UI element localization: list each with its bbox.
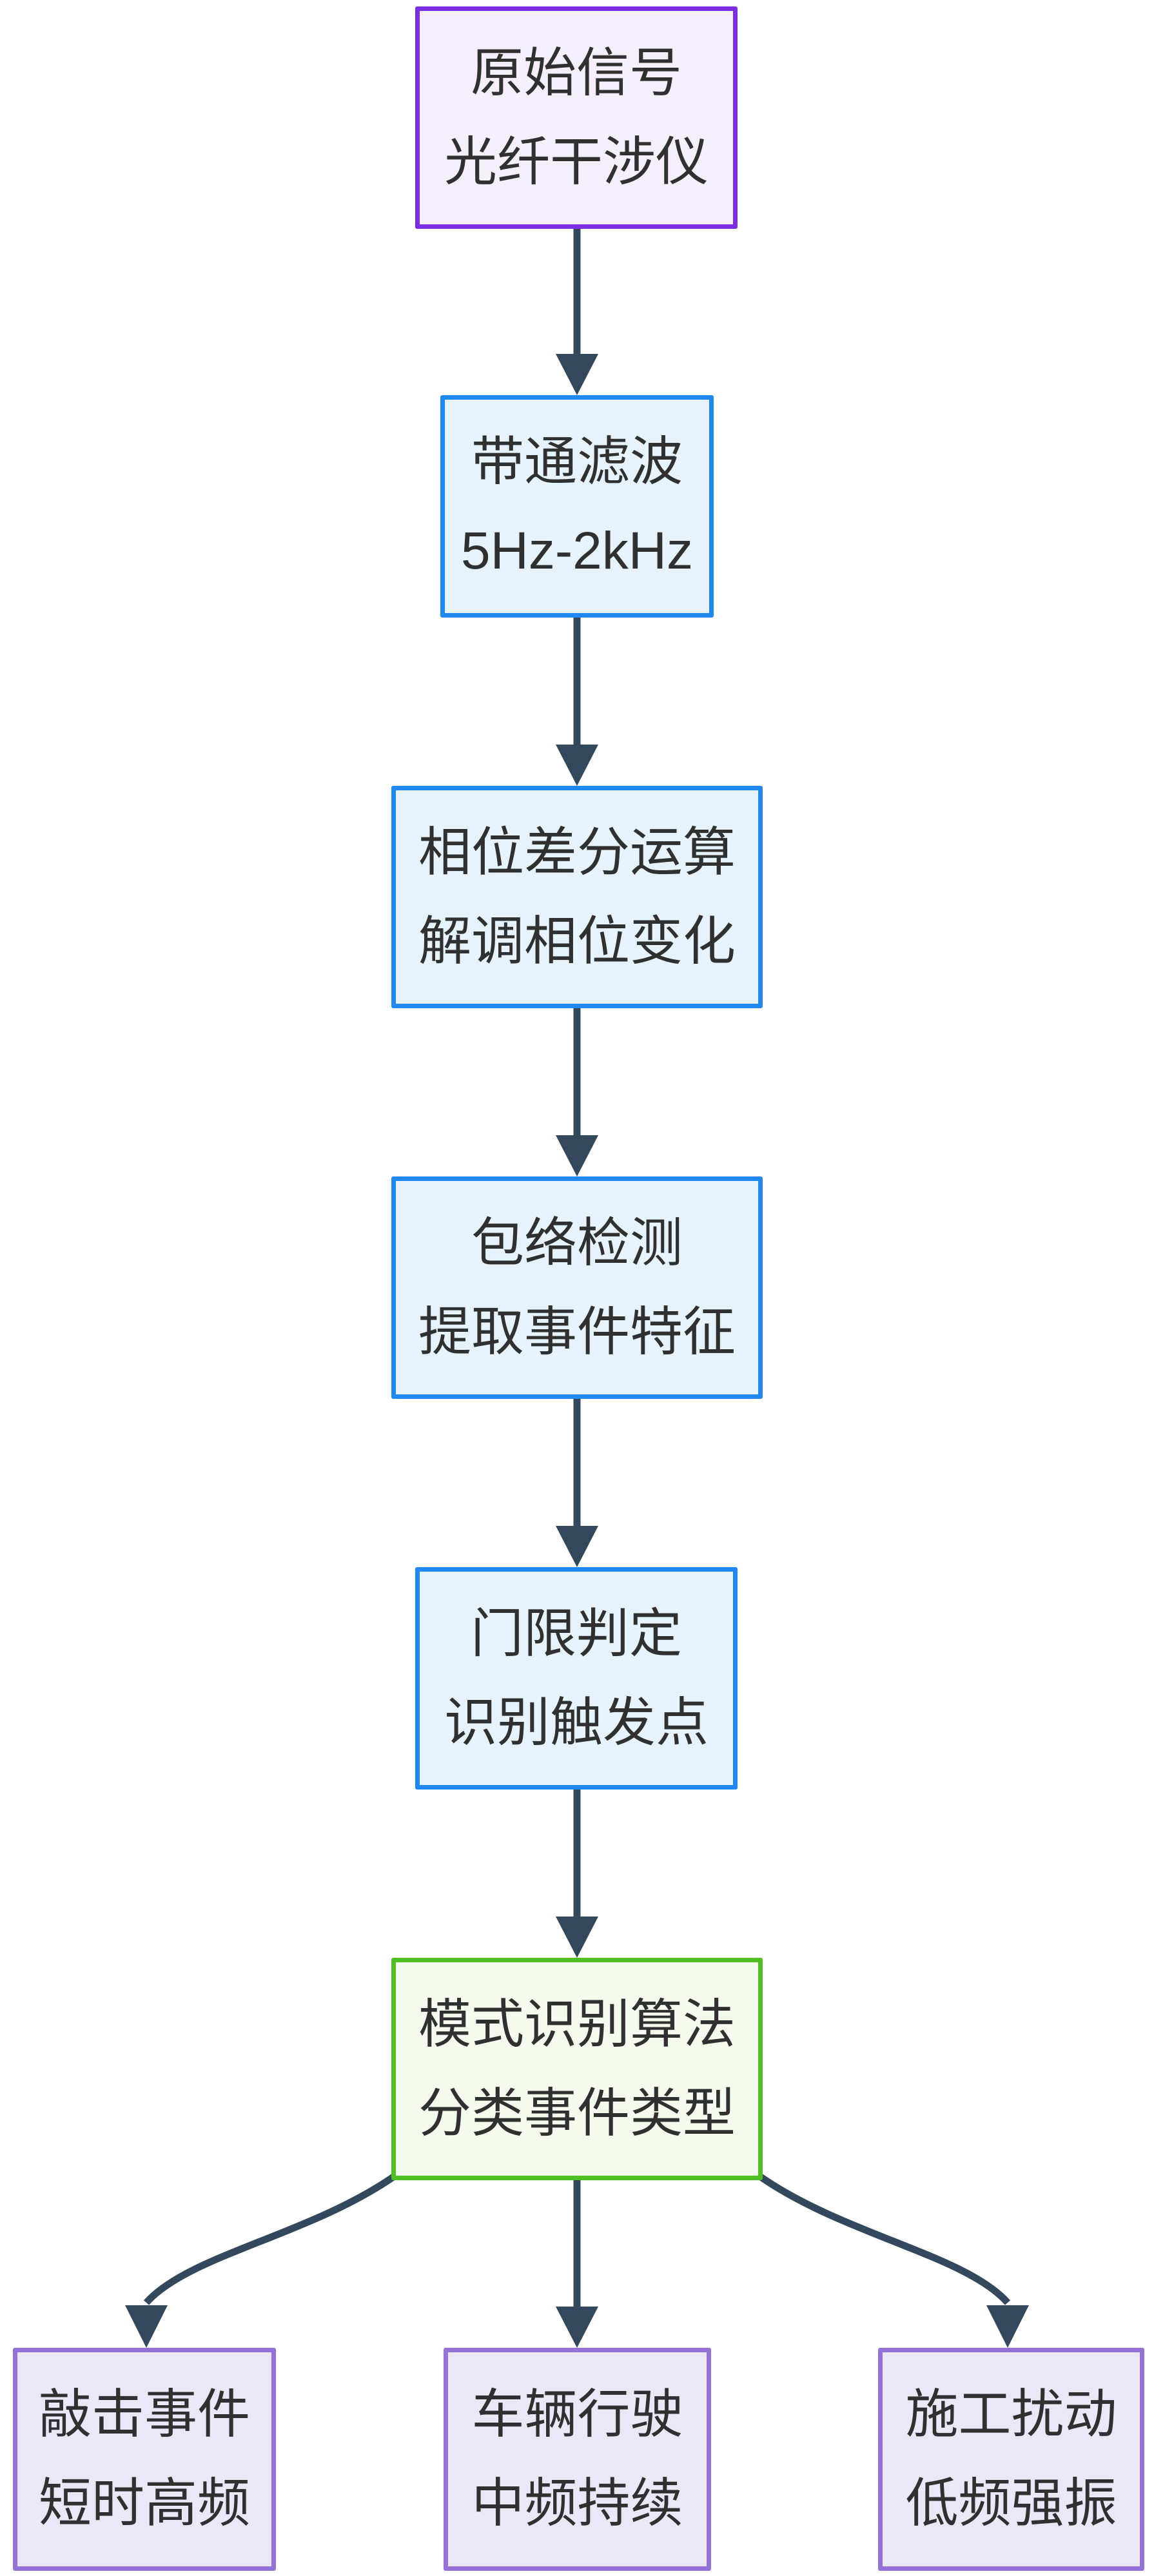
node-raw-signal-line1: 原始信号	[470, 43, 682, 102]
edge-classifier-to-knock-arrowhead	[125, 2305, 168, 2348]
node-raw-signal: 原始信号 光纤干涉仪	[415, 6, 738, 229]
node-vehicle-event: 车辆行驶 中频持续	[444, 2348, 711, 2571]
node-knock-event-line1: 敲击事件	[38, 2385, 250, 2444]
node-raw-signal-line2: 光纤干涉仪	[444, 132, 709, 191]
node-threshold: 门限判定 识别触发点	[415, 1567, 738, 1790]
edge-bandpass-to-phase-diff-arrowhead	[556, 745, 598, 786]
edge-phase-diff-to-envelope-arrowhead	[556, 1135, 598, 1176]
edge-envelope-to-threshold-arrowhead	[556, 1526, 598, 1567]
node-knock-event: 敲击事件 短时高频	[13, 2348, 276, 2571]
node-phase-diff-line2: 解调相位变化	[418, 912, 736, 971]
node-phase-diff-line1: 相位差分运算	[418, 823, 736, 882]
edge-threshold-to-classifier-arrowhead	[556, 1917, 598, 1958]
edge-classifier-to-construction-arrowhead	[986, 2305, 1029, 2348]
node-vehicle-event-line1: 车辆行驶	[471, 2385, 683, 2444]
node-bandpass-line2: 5Hz-2kHz	[461, 521, 693, 580]
node-construction-event-line1: 施工扰动	[905, 2385, 1117, 2444]
node-classifier: 模式识别算法 分类事件类型	[391, 1958, 763, 2180]
node-construction-event: 施工扰动 低频强振	[878, 2348, 1144, 2571]
edge-classifier-to-construction-line	[758, 2174, 1011, 2305]
edge-classifier-to-vehicle-arrowhead	[556, 2307, 598, 2348]
node-phase-diff: 相位差分运算 解调相位变化	[391, 786, 763, 1008]
node-envelope-line2: 提取事件特征	[418, 1302, 736, 1361]
node-threshold-line1: 门限判定	[470, 1604, 682, 1663]
node-bandpass-line1: 带通滤波	[471, 432, 683, 491]
node-envelope-line1: 包络检测	[471, 1213, 683, 1273]
edge-classifier-to-knock-line	[143, 2174, 396, 2305]
node-construction-event-line2: 低频强振	[905, 2474, 1117, 2533]
node-vehicle-event-line2: 中频持续	[471, 2474, 683, 2533]
node-knock-event-line2: 短时高频	[38, 2474, 250, 2533]
node-classifier-line2: 分类事件类型	[418, 2083, 736, 2143]
edge-raw-signal-to-bandpass-arrowhead	[556, 354, 598, 395]
node-classifier-line1: 模式识别算法	[418, 1995, 736, 2054]
node-threshold-line2: 识别触发点	[444, 1693, 709, 1752]
node-envelope: 包络检测 提取事件特征	[391, 1176, 763, 1399]
node-bandpass: 带通滤波 5Hz-2kHz	[440, 395, 714, 618]
